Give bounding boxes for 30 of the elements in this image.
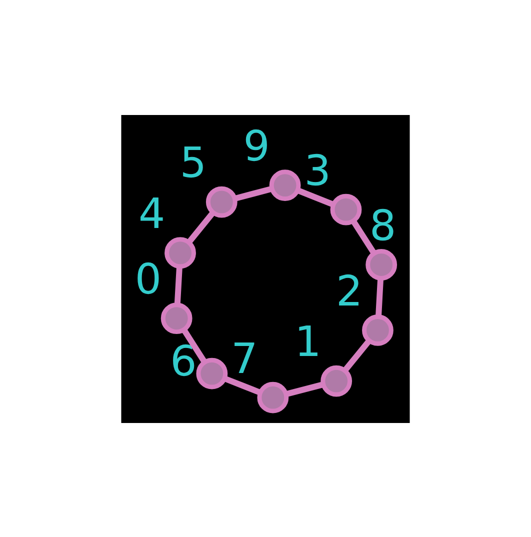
node-label: 7 — [231, 333, 258, 382]
node-label: 3 — [304, 145, 331, 194]
node-label: 6 — [170, 336, 197, 386]
connector — [286, 381, 324, 396]
connector — [182, 328, 207, 363]
node-circle — [269, 169, 301, 201]
connector — [174, 266, 182, 304]
connector — [296, 187, 334, 207]
connector — [234, 185, 272, 201]
node-label: 8 — [370, 200, 396, 250]
connector — [350, 219, 376, 254]
connector — [376, 278, 384, 316]
connector — [343, 338, 372, 371]
node-label: 1 — [294, 316, 322, 366]
node-circle — [362, 314, 394, 346]
node-circle — [330, 193, 362, 225]
node-circle — [206, 186, 238, 218]
node-label: 9 — [243, 120, 270, 170]
node-circle — [160, 302, 192, 334]
connector — [186, 211, 215, 244]
node-circle — [196, 357, 228, 389]
node-label: 5 — [180, 138, 207, 187]
node-label: 2 — [336, 266, 363, 315]
node-circle — [257, 381, 289, 413]
node-label: 4 — [138, 188, 166, 238]
node-circle — [320, 364, 352, 396]
node-circle — [164, 236, 196, 268]
connector — [224, 375, 262, 395]
node-circle — [366, 248, 398, 280]
node-label: 0 — [134, 254, 162, 304]
